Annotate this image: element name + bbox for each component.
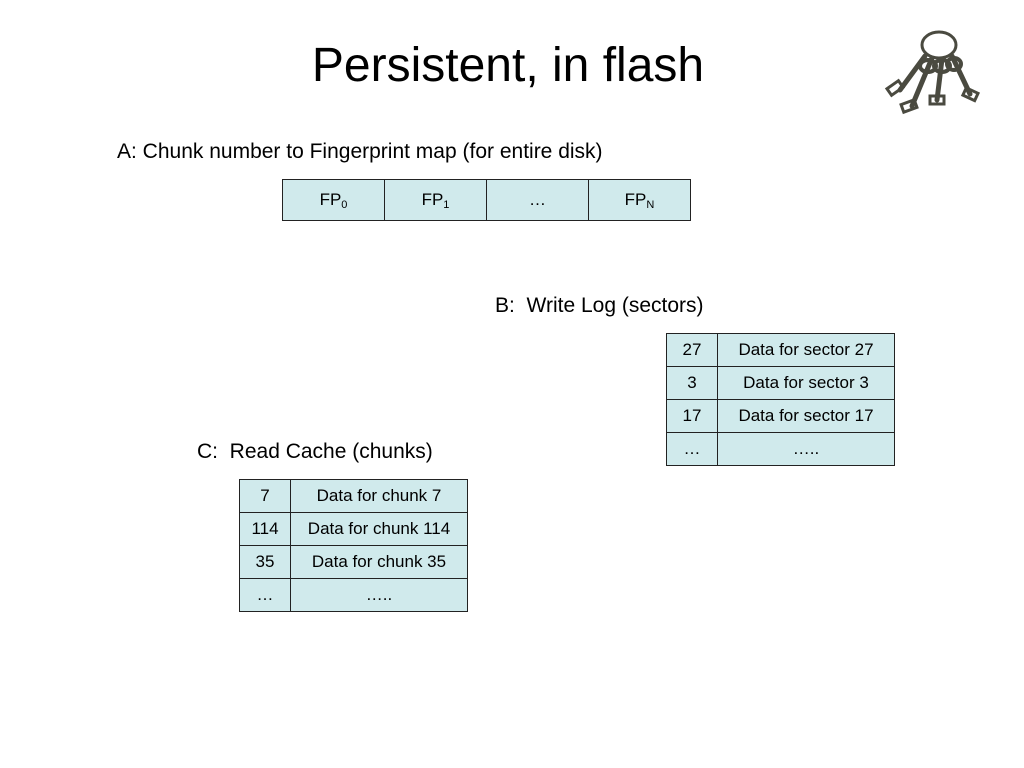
- sector-data-cell: …..: [717, 432, 895, 466]
- fingerprint-map-table: FP0 FP1 … FPN: [282, 179, 691, 221]
- table-row: FP0 FP1 … FPN: [282, 179, 691, 221]
- key-ring-icon: [884, 30, 980, 115]
- chunk-data-cell: Data for chunk 7: [290, 479, 468, 513]
- sector-data-cell: Data for sector 3: [717, 366, 895, 400]
- table-row: 7 Data for chunk 7: [239, 479, 468, 513]
- chunk-data-cell: Data for chunk 114: [290, 512, 468, 546]
- table-row: 3 Data for sector 3: [666, 366, 895, 400]
- read-cache-table: 7 Data for chunk 7 114 Data for chunk 11…: [239, 479, 468, 612]
- table-row: 17 Data for sector 17: [666, 399, 895, 433]
- chunk-data-cell: Data for chunk 35: [290, 545, 468, 579]
- table-row: … …..: [666, 432, 895, 466]
- sector-number-cell: 17: [666, 399, 718, 433]
- chunk-number-cell: 7: [239, 479, 291, 513]
- fingerprint-cell: FPN: [588, 179, 691, 221]
- table-row: 27 Data for sector 27: [666, 333, 895, 367]
- fingerprint-cell: FP0: [282, 179, 385, 221]
- fingerprint-cell: …: [486, 179, 589, 221]
- chunk-number-cell: …: [239, 578, 291, 612]
- sector-data-cell: Data for sector 17: [717, 399, 895, 433]
- table-row: … …..: [239, 578, 468, 612]
- chunk-data-cell: …..: [290, 578, 468, 612]
- fingerprint-cell: FP1: [384, 179, 487, 221]
- sector-data-cell: Data for sector 27: [717, 333, 895, 367]
- sector-number-cell: 3: [666, 366, 718, 400]
- read-cache-caption: C: Read Cache (chunks): [197, 440, 433, 463]
- sector-number-cell: …: [666, 432, 718, 466]
- write-log-table: 27 Data for sector 27 3 Data for sector …: [666, 333, 895, 466]
- table-row: 114 Data for chunk 114: [239, 512, 468, 546]
- map-caption: A: Chunk number to Fingerprint map (for …: [117, 140, 603, 163]
- slide-title: Persistent, in flash: [311, 39, 705, 92]
- sector-number-cell: 27: [666, 333, 718, 367]
- chunk-number-cell: 35: [239, 545, 291, 579]
- chunk-number-cell: 114: [239, 512, 291, 546]
- write-log-caption: B: Write Log (sectors): [495, 294, 704, 317]
- table-row: 35 Data for chunk 35: [239, 545, 468, 579]
